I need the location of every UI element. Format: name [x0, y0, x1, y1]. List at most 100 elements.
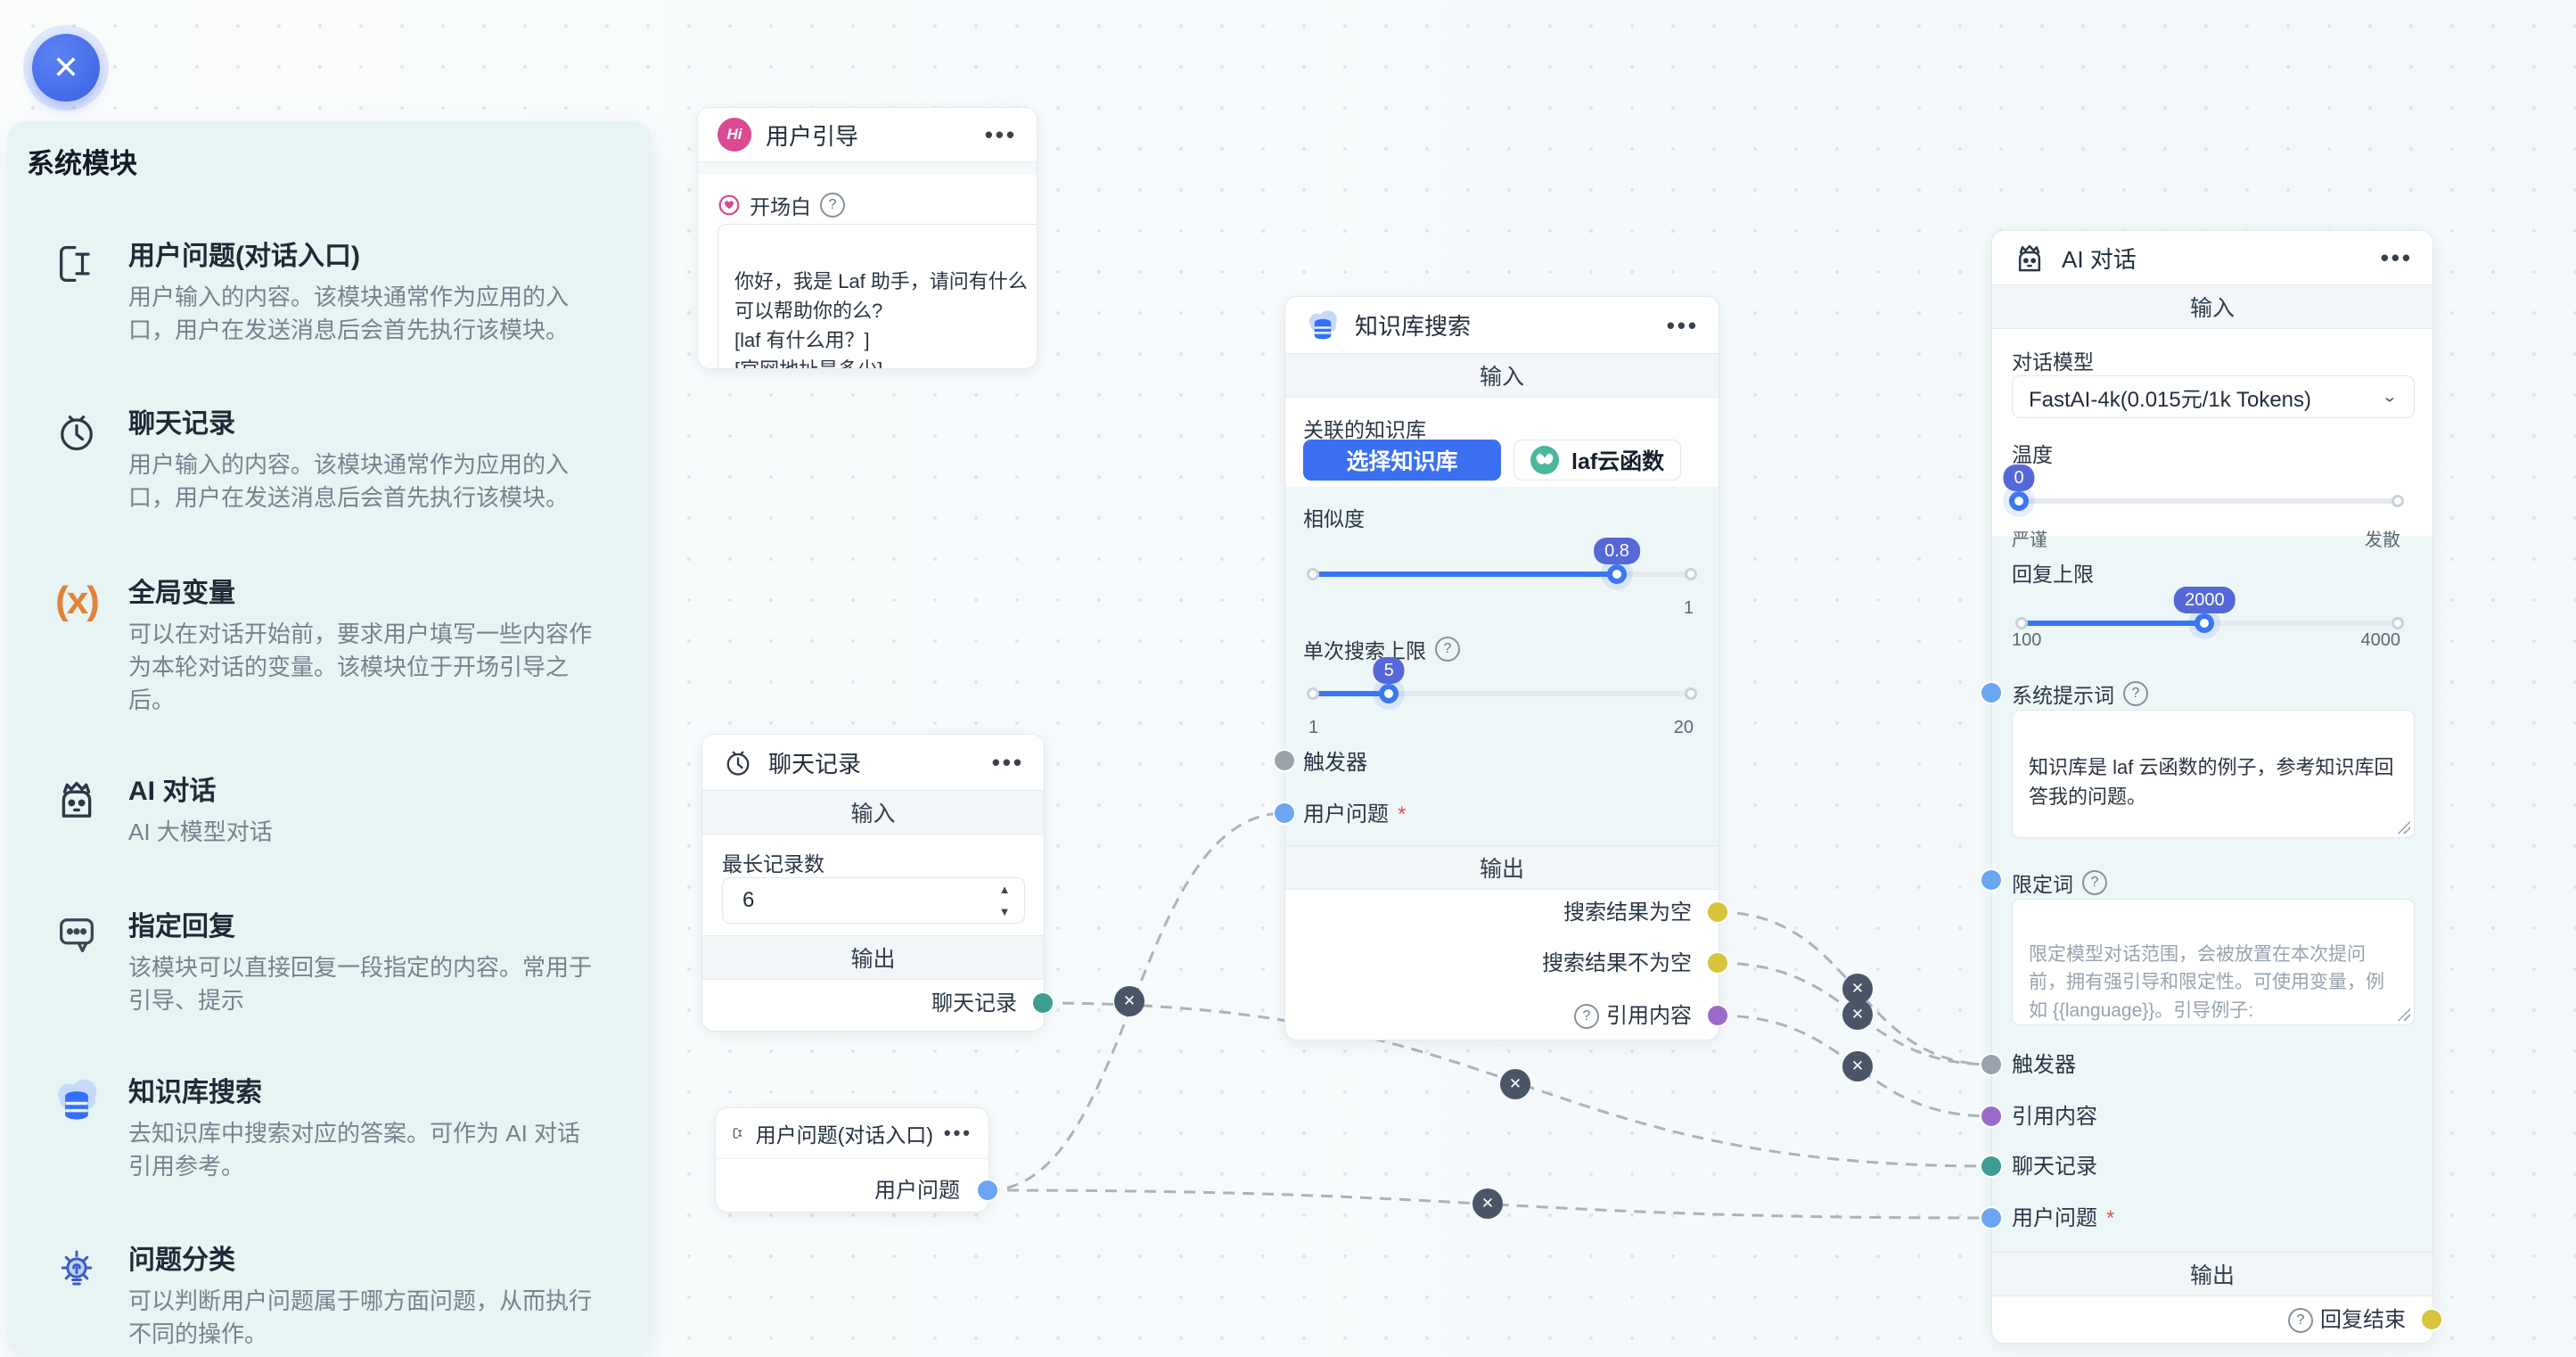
help-icon[interactable]: ? [2123, 681, 2148, 706]
stepper-up-icon: ▲ [998, 883, 1011, 896]
handle-ai-limit-word[interactable] [1981, 870, 2001, 890]
handle-kb-out-not-empty[interactable] [1708, 953, 1727, 973]
node-title: 用户引导 [766, 122, 859, 150]
robot-icon [2018, 244, 2041, 272]
edge-delete-icon[interactable]: ✕ [1842, 999, 1873, 1030]
handle-question-out[interactable] [978, 1180, 997, 1200]
handle-kb-trigger[interactable] [1275, 751, 1294, 770]
similarity-slider[interactable]: 0.8 [1307, 538, 1697, 591]
system-prompt-textarea[interactable]: 知识库是 laf 云函数的例子，参考知识库回答我的问题。 [2012, 710, 2415, 838]
node-user-question[interactable]: 用户问题(对话入口) ••• 用户问题 [715, 1107, 989, 1213]
edge-delete-icon[interactable]: ✕ [1500, 1069, 1530, 1099]
number-stepper[interactable]: ▲▼ [985, 878, 1024, 923]
database-cloud-icon [52, 1075, 102, 1125]
close-icon: ✕ [52, 49, 80, 86]
module-title: 知识库搜索 [128, 1078, 262, 1107]
clock-history-icon [52, 407, 102, 456]
edge-delete-icon[interactable]: ✕ [1114, 986, 1144, 1016]
model-select[interactable]: FastAI-4k(0.015元/1k Tokens)⌄ [2012, 375, 2415, 418]
port-out-empty: 搜索结果为空 [1563, 901, 1692, 925]
module-desc: 该模块可以直接回复一段指定的内容。常用于引导、提示 [128, 954, 593, 1014]
module-title: 指定回复 [128, 912, 235, 942]
reply-limit-label: 回复上限 [2012, 563, 2094, 586]
node-user-guide[interactable]: Hi 用户引导 ••• 开场白 ? 你好，我是 Laf 助手，请问有什么可以帮助… [697, 107, 1038, 369]
sidebar-item-fixed-reply[interactable]: 指定回复 该模块可以直接回复一段指定的内容。常用于引导、提示 [52, 904, 599, 1017]
slider-thumb[interactable] [2009, 491, 2029, 511]
module-desc: 用户输入的内容。该模块通常作为应用的入口，用户在发送消息后会首先执行该模块。 [128, 284, 570, 343]
node-chat-history[interactable]: 聊天记录 ••• 输入 最长记录数 6 ▲▼ 输出 聊天记录 [701, 734, 1045, 1032]
handle-ai-history[interactable] [1981, 1156, 2001, 1176]
form-tint [1285, 487, 1719, 845]
handle-ai-question[interactable] [1981, 1208, 2001, 1228]
chat-bubble-icon [52, 909, 102, 959]
edge-delete-icon[interactable]: ✕ [1842, 1051, 1873, 1081]
node-title: 聊天记录 [768, 750, 862, 777]
close-button[interactable]: ✕ [32, 34, 100, 102]
handle-kb-out-quote[interactable] [1708, 1006, 1727, 1025]
handle-kb-out-empty[interactable] [1708, 902, 1727, 922]
sidebar-item-global-variable[interactable]: (x) 全局变量 可以在对话开始前，要求用户填写一些内容作为本轮对话的变量。该模… [52, 571, 599, 717]
limit-word-label: 限定词? [2012, 868, 2107, 898]
text-cursor-icon [52, 239, 102, 289]
search-limit-slider[interactable]: 5 [1307, 657, 1697, 711]
system-prompt-label: 系统提示词? [2012, 678, 2148, 709]
sidebar-item-chat-history[interactable]: 聊天记录 用户输入的内容。该模块通常作为应用的入口，用户在发送消息后会首先执行该… [52, 401, 599, 514]
module-title: 用户问题(对话入口) [128, 242, 360, 271]
resize-grip-icon[interactable] [2396, 1007, 2410, 1021]
slider-thumb[interactable] [1607, 564, 1627, 584]
lightbulb-icon [52, 1243, 102, 1293]
stepper-down-icon: ▼ [998, 905, 1011, 918]
help-icon[interactable]: ? [1435, 637, 1460, 662]
slider-thumb[interactable] [2195, 613, 2215, 633]
handle-history-out[interactable] [1033, 993, 1053, 1013]
slider-value-badge: 0 [2003, 465, 2035, 491]
slider-thumb[interactable] [1379, 684, 1399, 703]
edge-delete-icon[interactable]: ✕ [1473, 1188, 1503, 1219]
module-title: 问题分类 [128, 1246, 235, 1275]
limit-word-textarea[interactable]: 限定模型对话范围，会被放置在本次提问前，拥有强引导和限定性。可使用变量，例如 {… [2012, 899, 2415, 1025]
port-quote: 引用内容 [2012, 1105, 2097, 1129]
module-desc: 用户输入的内容。该模块通常作为应用的入口，用户在发送消息后会首先执行该模块。 [128, 451, 570, 511]
sidebar-item-kb-search[interactable]: 知识库搜索 去知识库中搜索对应的答案。可作为 AI 对话引用参考。 [52, 1070, 599, 1183]
reply-limit-slider[interactable]: 2000 [2015, 587, 2404, 640]
handle-ai-answer-end[interactable] [2422, 1310, 2441, 1329]
help-icon[interactable]: ? [2082, 870, 2107, 895]
temperature-min-label: 严谨 [2012, 530, 2047, 550]
output-section-bar: 输出 [702, 935, 1044, 980]
port-out-question: 用户问题 [874, 1179, 960, 1203]
node-ai-chat[interactable]: AI 对话 ••• 输入 对话模型 FastAI-4k(0.015元/1k To… [1991, 230, 2433, 1344]
output-section-bar: 输出 [1992, 1252, 2432, 1296]
node-title: 知识库搜索 [1355, 313, 1472, 340]
resize-grip-icon[interactable] [2396, 819, 2410, 834]
node-title: AI 对话 [2062, 245, 2137, 273]
output-section-bar: 输出 [1285, 845, 1719, 890]
temperature-slider[interactable]: 0 [2003, 465, 2404, 518]
max-records-input[interactable]: 6 ▲▼ [722, 877, 1025, 924]
module-desc: 去知识库中搜索对应的答案。可作为 AI 对话引用参考。 [128, 1120, 581, 1180]
text-cursor-icon [733, 1128, 742, 1139]
slider-value-badge: 5 [1373, 657, 1405, 684]
sidebar-item-question-classify[interactable]: 问题分类 可以判断用户问题属于哪方面问题，从而执行不同的操作。 [52, 1238, 599, 1351]
port-out-not-empty: 搜索结果不为空 [1542, 951, 1692, 975]
select-kb-button[interactable]: 选择知识库 [1303, 440, 1501, 481]
sidebar-item-ai-chat[interactable]: AI 对话 AI 大模型对话 [52, 769, 599, 849]
reply-limit-max-label: 4000 [2360, 630, 2401, 650]
port-trigger: 触发器 [2012, 1053, 2076, 1077]
dataset-label: 关联的知识库 [1303, 418, 1426, 441]
dataset-tag[interactable]: laf云函数 [1514, 440, 1682, 481]
help-icon[interactable]: ? [820, 193, 845, 218]
port-question: 用户问题* [2012, 1206, 2115, 1230]
help-icon[interactable]: ? [2288, 1308, 2313, 1333]
handle-ai-trigger[interactable] [1981, 1055, 2001, 1074]
handle-kb-question[interactable] [1275, 803, 1294, 823]
node-kb-search[interactable]: 知识库搜索 ••• 输入 关联的知识库 选择知识库 laf云函数 相似度 0.8… [1284, 296, 1719, 1040]
sidebar-item-user-question[interactable]: 用户问题(对话入口) 用户输入的内容。该模块通常作为应用的入口，用户在发送消息后… [52, 234, 599, 347]
input-section-bar: 输入 [1992, 284, 2432, 329]
handle-ai-quote[interactable] [1981, 1106, 2001, 1126]
resize-grip-icon[interactable] [1032, 358, 1037, 368]
robot-icon [52, 774, 102, 824]
port-out-history: 聊天记录 [931, 991, 1017, 1016]
help-icon[interactable]: ? [1574, 1004, 1599, 1029]
opening-textarea[interactable]: 你好，我是 Laf 助手，请问有什么可以帮助你的么? [laf 有什么用？] [… [718, 224, 1037, 368]
handle-ai-system-prompt[interactable] [1981, 683, 2001, 703]
